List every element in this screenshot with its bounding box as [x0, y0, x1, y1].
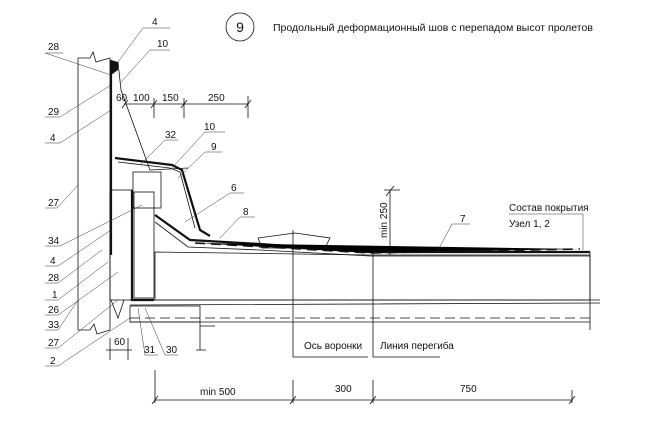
dimension-label: 250 [208, 93, 225, 104]
callout: 30 [166, 345, 178, 356]
bend-line-label: Линия перегиба [380, 340, 454, 352]
dimension-label: min 250 [379, 202, 390, 238]
dimension-label: 60 [114, 337, 126, 348]
callout: 28 [48, 42, 60, 53]
callout: 4 [50, 133, 56, 144]
callout: 28 [48, 273, 60, 284]
title-block: 9 Продольный деформационный шов с перепа… [225, 12, 593, 42]
dimension-label: 300 [335, 384, 352, 395]
callout: 1 [52, 290, 58, 301]
callout: 6 [231, 183, 237, 194]
callout: 27 [48, 198, 60, 209]
callout: 31 [144, 345, 156, 356]
dimension-label: 150 [162, 93, 179, 104]
parapet [109, 189, 155, 320]
detail-number-circle [225, 12, 255, 42]
bottom-dimensions: min 500 300 750 [151, 370, 576, 405]
callout: 32 [165, 130, 177, 141]
callout: 4 [50, 256, 56, 267]
dimension-label: 750 [460, 384, 477, 395]
vertical-dimension: min 250 [379, 185, 400, 255]
leader-lines [44, 27, 470, 367]
callout: 10 [204, 122, 216, 133]
callouts: 4 10 28 29 4 32 10 9 6 8 27 34 4 28 1 26… [48, 17, 466, 367]
roof-composition-note: Состав покрытия Узел 1, 2 [509, 203, 589, 250]
note-line-1: Состав покрытия [509, 203, 589, 214]
callout: 9 [211, 142, 217, 153]
drawing-title: Продольный деформационный шов с перепадо… [273, 22, 593, 34]
callout: 8 [243, 207, 249, 218]
callout: 4 [152, 17, 158, 28]
callout: 2 [50, 356, 56, 367]
callout: 26 [48, 305, 60, 316]
callout: 29 [48, 107, 60, 118]
callout: 10 [157, 39, 169, 50]
funnel-axis-label: Ось воронки [304, 341, 362, 352]
roof-layers [129, 214, 601, 358]
callout: 27 [48, 338, 60, 349]
top-dimensions: 60 100 150 250 60 [106, 93, 252, 360]
detail-number: 9 [236, 19, 244, 35]
dimension-label: min 500 [200, 387, 236, 398]
dimension-label: 60 [116, 93, 128, 104]
callout: 33 [48, 320, 60, 331]
callout: 34 [48, 236, 60, 247]
callout: 7 [460, 214, 466, 225]
dimension-label: 100 [133, 93, 150, 104]
sealant [111, 60, 118, 75]
note-line-2: Узел 1, 2 [509, 219, 550, 230]
